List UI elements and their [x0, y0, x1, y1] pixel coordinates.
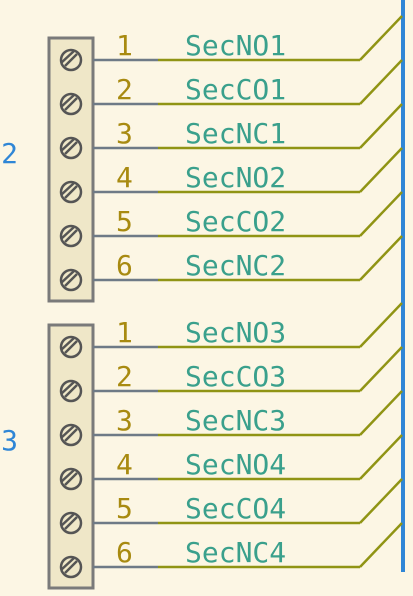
pin-number: 6 — [116, 249, 133, 282]
screw-terminal-icon — [59, 511, 83, 535]
bus-entry — [359, 15, 403, 61]
net-label: SecCO4 — [185, 492, 286, 525]
screw-terminal-icon — [59, 180, 83, 204]
pin-row[interactable]: 4 SecNO2 — [59, 147, 403, 204]
net-label: SecCO3 — [185, 360, 286, 393]
bus-entry — [359, 434, 403, 480]
pin-row[interactable]: 2 SecCO1 — [59, 59, 403, 116]
bus-entry — [359, 302, 403, 348]
pin-row[interactable]: 5 SecCO4 — [59, 478, 403, 535]
bus-entry — [359, 390, 403, 436]
pin-row[interactable]: 6 SecNC2 — [59, 235, 403, 292]
pin-number: 1 — [116, 316, 133, 349]
screw-terminal-icon — [59, 335, 83, 359]
net-label: SecCO2 — [185, 205, 286, 238]
pin-row[interactable]: 5 SecCO2 — [59, 191, 403, 248]
screw-terminal-icon — [59, 92, 83, 116]
pin-number: 5 — [116, 205, 133, 238]
pin-number: 6 — [116, 536, 133, 569]
component-reference: J2 — [0, 137, 18, 170]
pin-row[interactable]: 3 SecNC3 — [59, 390, 403, 447]
net-label: SecNO3 — [185, 316, 286, 349]
bus-entry — [359, 522, 403, 568]
screw-terminal-icon — [59, 224, 83, 248]
component-reference: J3 — [0, 424, 18, 457]
screw-terminal-icon — [59, 423, 83, 447]
net-label: SecNC3 — [185, 404, 286, 437]
bus-entry — [359, 346, 403, 392]
screw-terminal-icon — [59, 379, 83, 403]
net-label: SecNC4 — [185, 536, 286, 569]
bus-entry — [359, 59, 403, 105]
pin-row[interactable]: 3 SecNC1 — [59, 103, 403, 160]
pin-number: 1 — [116, 29, 133, 62]
screw-terminal-icon — [59, 467, 83, 491]
bus-entry — [359, 191, 403, 237]
screw-terminal-icon — [59, 268, 83, 292]
net-label: SecNO2 — [185, 161, 286, 194]
bus-entry — [359, 147, 403, 193]
net-label: SecNC1 — [185, 117, 286, 150]
net-label: SecCO1 — [185, 73, 286, 106]
net-label: SecNC2 — [185, 249, 286, 282]
pin-number: 2 — [116, 73, 133, 106]
screw-terminal-icon — [59, 555, 83, 579]
pin-row[interactable]: 1 SecNO1 — [59, 15, 403, 72]
pin-number: 4 — [116, 448, 133, 481]
connector-j2[interactable]: J2 — [0, 36, 95, 303]
pin-number: 2 — [116, 360, 133, 393]
screw-terminal-icon — [59, 136, 83, 160]
pin-row[interactable]: 1 SecNO3 — [59, 302, 403, 359]
bus-entry — [359, 235, 403, 281]
bus-entry — [359, 103, 403, 149]
pin-row[interactable]: 6 SecNC4 — [59, 522, 403, 579]
net-label: SecNO1 — [185, 29, 286, 62]
connector-body — [47, 323, 95, 590]
net-label: SecNO4 — [185, 448, 286, 481]
connector-j3[interactable]: J3 — [0, 323, 95, 590]
connector-body — [47, 36, 95, 303]
screw-terminal-icon — [59, 48, 83, 72]
pin-number: 3 — [116, 404, 133, 437]
pin-row[interactable]: 2 SecCO3 — [59, 346, 403, 403]
pin-number: 5 — [116, 492, 133, 525]
pin-row[interactable]: 4 SecNO4 — [59, 434, 403, 491]
pin-number: 4 — [116, 161, 133, 194]
bus-entry — [359, 478, 403, 524]
pin-number: 3 — [116, 117, 133, 150]
